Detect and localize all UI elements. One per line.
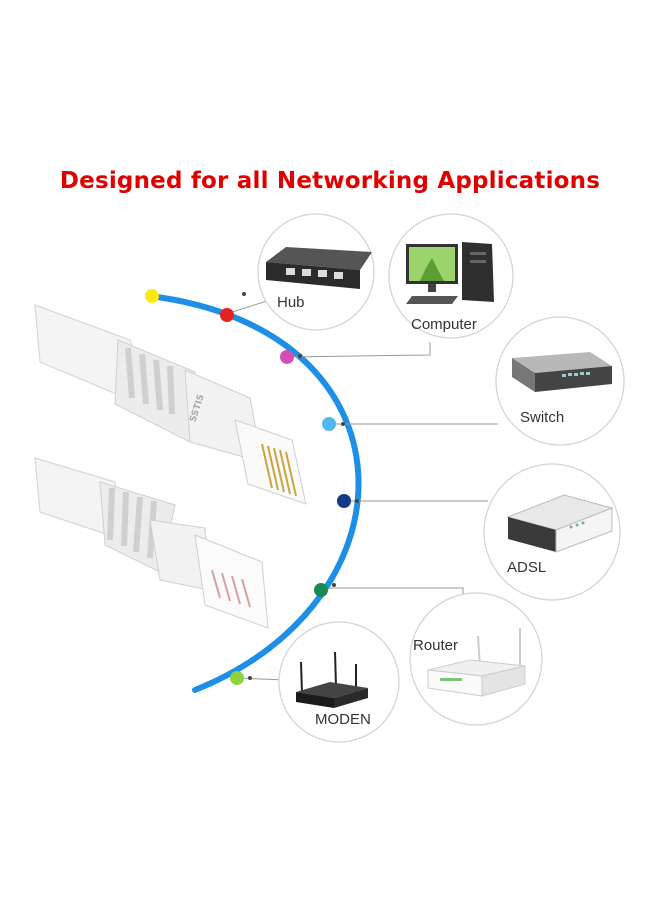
- router-icon: [427, 628, 526, 697]
- lower-cable-connector: [34, 457, 269, 629]
- router-dot: [314, 583, 328, 597]
- adsl-label: ADSL: [507, 559, 546, 576]
- computer-icon: [406, 242, 494, 304]
- connector-lines: [225, 299, 498, 681]
- router-circle: [409, 592, 543, 726]
- blue-arc: [147, 293, 362, 693]
- computer-dot: [280, 350, 294, 364]
- switch-icon: [512, 352, 612, 392]
- switch-dot: [322, 417, 336, 431]
- moden-label: MODEN: [315, 711, 371, 728]
- moden-circle: [278, 621, 400, 743]
- yellow-dot: [145, 289, 159, 303]
- switch-label: Switch: [520, 409, 564, 426]
- router-label: Router: [413, 637, 458, 654]
- hub-label: Hub: [277, 294, 305, 311]
- page-title: Designed for all Networking Applications: [59, 168, 601, 194]
- hub-dot: [220, 308, 234, 322]
- computer-label: Computer: [411, 316, 477, 333]
- upper-cable-connector: SSTIS: [34, 304, 307, 505]
- adsl-icon: [506, 494, 614, 553]
- modem-icon: [296, 651, 368, 708]
- hub-icon: [266, 247, 372, 289]
- moden-dot: [230, 671, 244, 685]
- adsl-dot: [337, 494, 351, 508]
